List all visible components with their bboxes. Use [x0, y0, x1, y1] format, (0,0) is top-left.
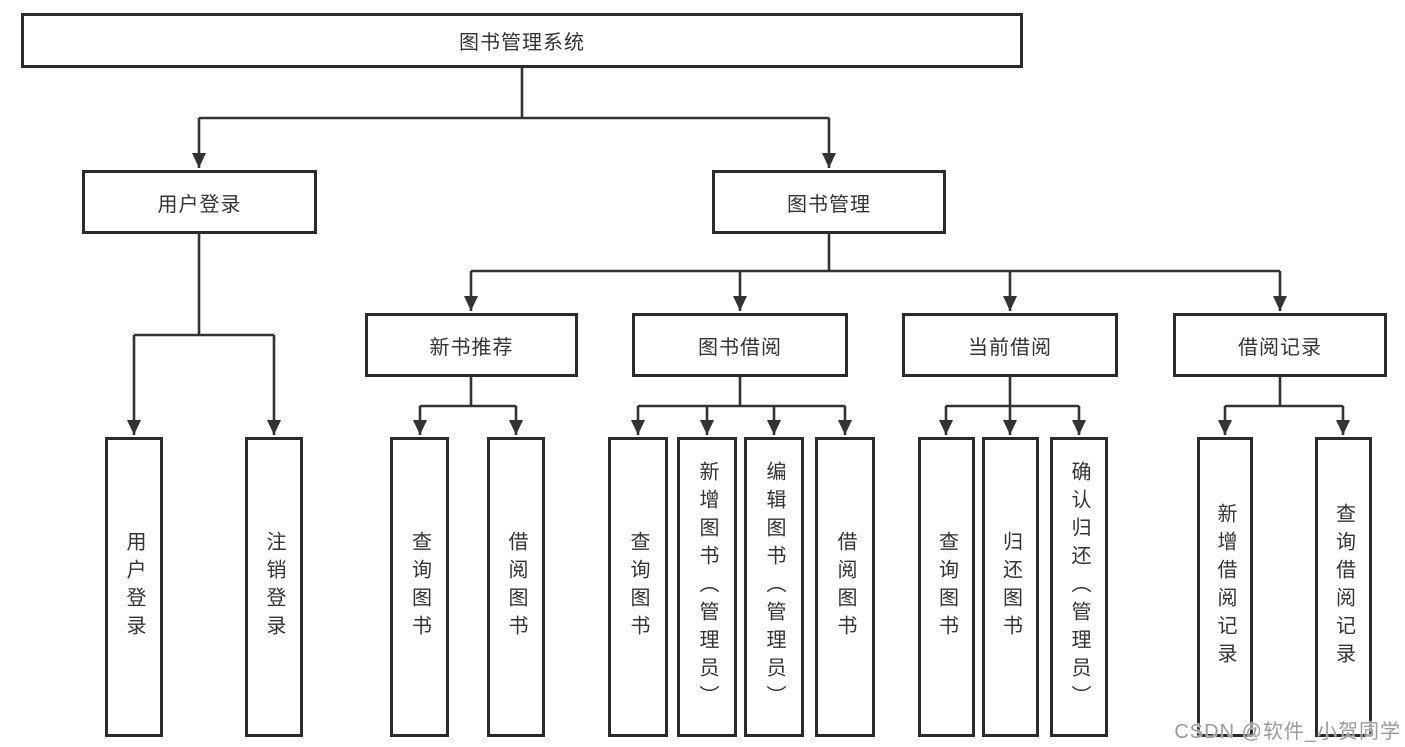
leaf-logout-label: 注销登录: [263, 531, 285, 643]
node-new-book-recommend-label: 新书推荐: [429, 336, 514, 359]
leaf-borrow-edit-books-admin: 编辑图书（管理员）: [744, 437, 804, 737]
leaf-borrow-add-books-admin: 新增图书（管理员）: [677, 437, 737, 737]
leaf-records-add-record: 新增借阅记录: [1197, 437, 1253, 737]
node-root: 图书管理系统: [21, 13, 1023, 68]
node-new-book-recommend: 新书推荐: [365, 313, 578, 377]
leaf-current-query-books: 查询图书: [918, 437, 975, 737]
leaf-recommend-query-books-label: 查询图书: [408, 531, 431, 643]
leaf-current-return-books: 归还图书: [982, 437, 1039, 737]
node-borrow-records-label: 借阅记录: [1238, 336, 1322, 359]
leaf-current-return-books-label: 归还图书: [999, 531, 1022, 643]
leaf-logout: 注销登录: [245, 437, 303, 737]
node-current-borrow-label: 当前借阅: [968, 336, 1052, 359]
leaf-borrow-borrow-books: 借阅图书: [815, 437, 875, 737]
node-book-borrow: 图书借阅: [632, 313, 848, 377]
leaf-borrow-query-books-label: 查询图书: [627, 531, 649, 643]
leaf-recommend-borrow-books-label: 借阅图书: [505, 531, 527, 643]
leaf-records-query-record: 查询借阅记录: [1315, 437, 1372, 737]
leaf-borrow-query-books: 查询图书: [608, 437, 668, 737]
node-user-login: 用户登录: [82, 170, 317, 234]
leaf-current-confirm-return-admin: 确认归还（管理员）: [1050, 437, 1108, 737]
node-root-label: 图书管理系统: [459, 32, 585, 54]
leaf-records-query-record-label: 查询借阅记录: [1332, 503, 1355, 671]
leaf-borrow-edit-books-admin-label: 编辑图书（管理员）: [763, 461, 785, 713]
watermark: CSDN @软件_小贺同学: [1174, 721, 1401, 743]
node-user-login-label: 用户登录: [157, 193, 242, 216]
leaf-user-login: 用户登录: [105, 437, 163, 737]
node-current-borrow: 当前借阅: [902, 313, 1118, 377]
leaf-records-add-record-label: 新增借阅记录: [1214, 503, 1236, 671]
leaf-current-query-books-label: 查询图书: [935, 531, 958, 643]
node-book-management-label: 图书管理: [787, 193, 871, 216]
leaf-recommend-borrow-books: 借阅图书: [487, 437, 545, 737]
leaf-user-login-label: 用户登录: [123, 531, 145, 643]
leaf-borrow-add-books-admin-label: 新增图书（管理员）: [696, 461, 718, 713]
node-book-management: 图书管理: [712, 170, 946, 234]
node-book-borrow-label: 图书借阅: [698, 336, 782, 359]
leaf-recommend-query-books: 查询图书: [390, 437, 449, 737]
leaf-current-confirm-return-admin-label: 确认归还（管理员）: [1068, 461, 1090, 713]
leaf-borrow-borrow-books-label: 借阅图书: [834, 531, 856, 643]
node-borrow-records: 借阅记录: [1173, 313, 1387, 377]
